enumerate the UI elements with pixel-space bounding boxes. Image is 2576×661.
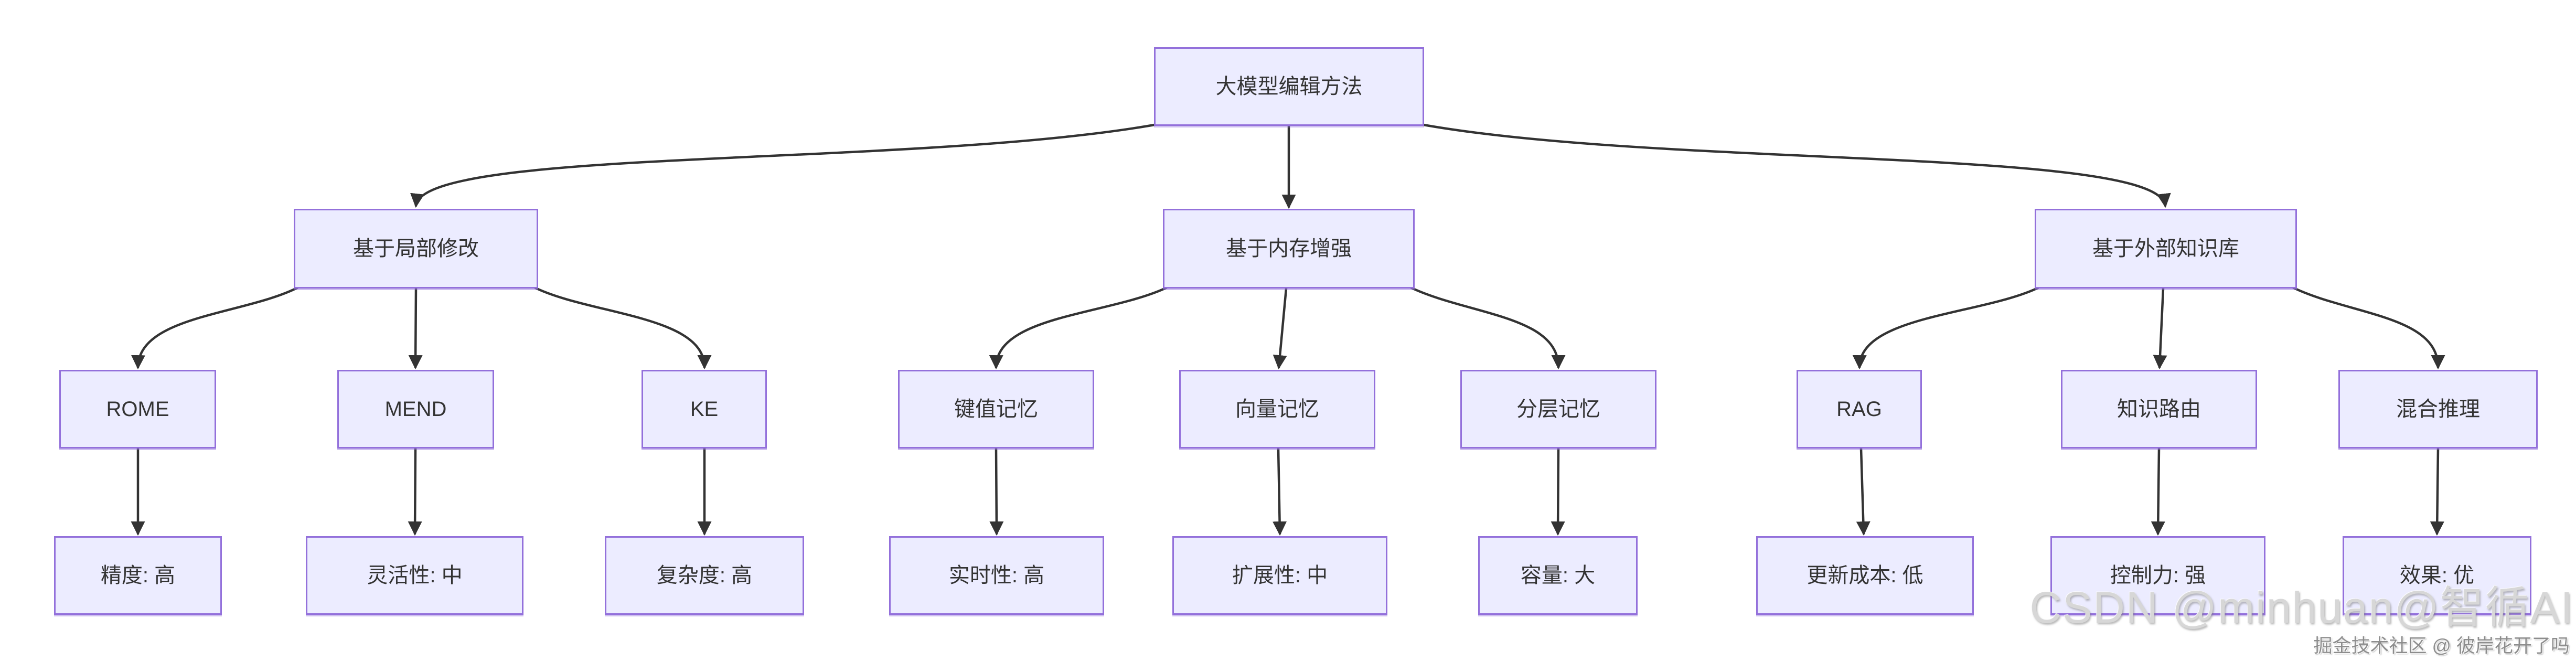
node-attr-rome: 精度: 高 (54, 536, 222, 615)
node-method-rome-label: ROME (106, 398, 169, 421)
edge-knowledge-routing-to-attr (2151, 447, 2165, 536)
node-attr-layered-memory-label: 容量: 大 (1520, 564, 1596, 587)
edge-root-to-branch-0 (410, 122, 1162, 208)
node-method-hybrid-reasoning: 混合推理 (2338, 370, 2538, 449)
edge-vector-memory-to-attr (1273, 447, 1287, 536)
node-attr-vector-memory-label: 扩展性: 中 (1232, 564, 1328, 587)
node-attr-knowledge-routing: 控制力: 强 (2050, 536, 2265, 615)
node-method-kv-memory-label: 键值记忆 (954, 398, 1038, 421)
node-attr-knowledge-routing-label: 控制力: 强 (2110, 564, 2206, 587)
edge-branch0-to-rome (131, 285, 302, 370)
edge-branch1-to-layered-memory (1407, 285, 1566, 370)
node-branch-local-edit: 基于局部修改 (294, 209, 538, 289)
node-branch-memory-augment: 基于内存增强 (1163, 209, 1415, 289)
node-attr-rome-label: 精度: 高 (100, 564, 176, 587)
node-attr-vector-memory: 扩展性: 中 (1172, 536, 1387, 615)
csdn-watermark: CSDN @minhuan@智循AI (2029, 583, 2574, 632)
node-method-rag: RAG (1797, 370, 1922, 449)
node-method-hybrid-reasoning-label: 混合推理 (2396, 398, 2480, 421)
edge-rag-to-attr (1856, 447, 1870, 536)
node-attr-mend: 灵活性: 中 (306, 536, 523, 615)
node-branch-memory-augment-label: 基于内存增强 (1226, 237, 1352, 260)
node-attr-hybrid-reasoning: 效果: 优 (2343, 536, 2531, 615)
node-attr-mend-label: 灵活性: 中 (367, 564, 463, 587)
node-attr-ke-label: 复杂度: 高 (656, 564, 753, 587)
edge-root-to-branch-2 (1416, 122, 2171, 208)
edge-branch2-to-hybrid-reasoning (2289, 285, 2445, 370)
edge-hybrid-reasoning-to-attr (2430, 447, 2444, 536)
edge-branch1-to-vector-memory (1273, 287, 1288, 370)
node-attr-rag: 更新成本: 低 (1756, 536, 1974, 615)
node-method-knowledge-routing: 知识路由 (2061, 370, 2257, 449)
juejin-watermark: 掘金技术社区 @ 彼岸花开了吗 (2313, 635, 2570, 656)
node-method-knowledge-routing-label: 知识路由 (2117, 398, 2201, 421)
node-method-ke-label: KE (690, 398, 719, 421)
node-method-kv-memory: 键值记忆 (898, 370, 1094, 449)
node-attr-hybrid-reasoning-label: 效果: 优 (2399, 564, 2475, 587)
edge-branch2-to-rag (1852, 285, 2043, 370)
node-method-mend-label: MEND (384, 398, 447, 421)
node-method-rome: ROME (59, 370, 216, 449)
node-branch-external-kb-label: 基于外部知识库 (2092, 237, 2239, 260)
edge-branch0-to-mend (408, 287, 423, 370)
node-branch-local-edit-label: 基于局部修改 (353, 237, 479, 260)
node-method-ke: KE (642, 370, 767, 449)
node-method-vector-memory: 向量记忆 (1179, 370, 1375, 449)
node-method-mend: MEND (337, 370, 494, 449)
edge-branch2-to-knowledge-routing (2153, 287, 2167, 370)
edge-branch0-to-ke (531, 285, 712, 370)
node-attr-layered-memory: 容量: 大 (1478, 536, 1638, 615)
node-method-layered-memory-label: 分层记忆 (1516, 398, 1600, 421)
node-attr-rag-label: 更新成本: 低 (1807, 564, 1923, 587)
node-method-rag-label: RAG (1836, 398, 1882, 421)
node-attr-ke: 复杂度: 高 (605, 536, 804, 615)
node-root: 大模型编辑方法 (1154, 47, 1424, 126)
node-method-vector-memory-label: 向量记忆 (1235, 398, 1319, 421)
node-root-label: 大模型编辑方法 (1215, 75, 1363, 98)
node-attr-kv-memory: 实时性: 高 (889, 536, 1104, 615)
node-method-layered-memory: 分层记忆 (1460, 370, 1656, 449)
edge-branch1-to-kv-memory (989, 285, 1171, 370)
node-attr-kv-memory-label: 实时性: 高 (948, 564, 1045, 587)
edge-kv-memory-to-attr (989, 447, 1004, 536)
node-branch-external-kb: 基于外部知识库 (2035, 209, 2297, 289)
